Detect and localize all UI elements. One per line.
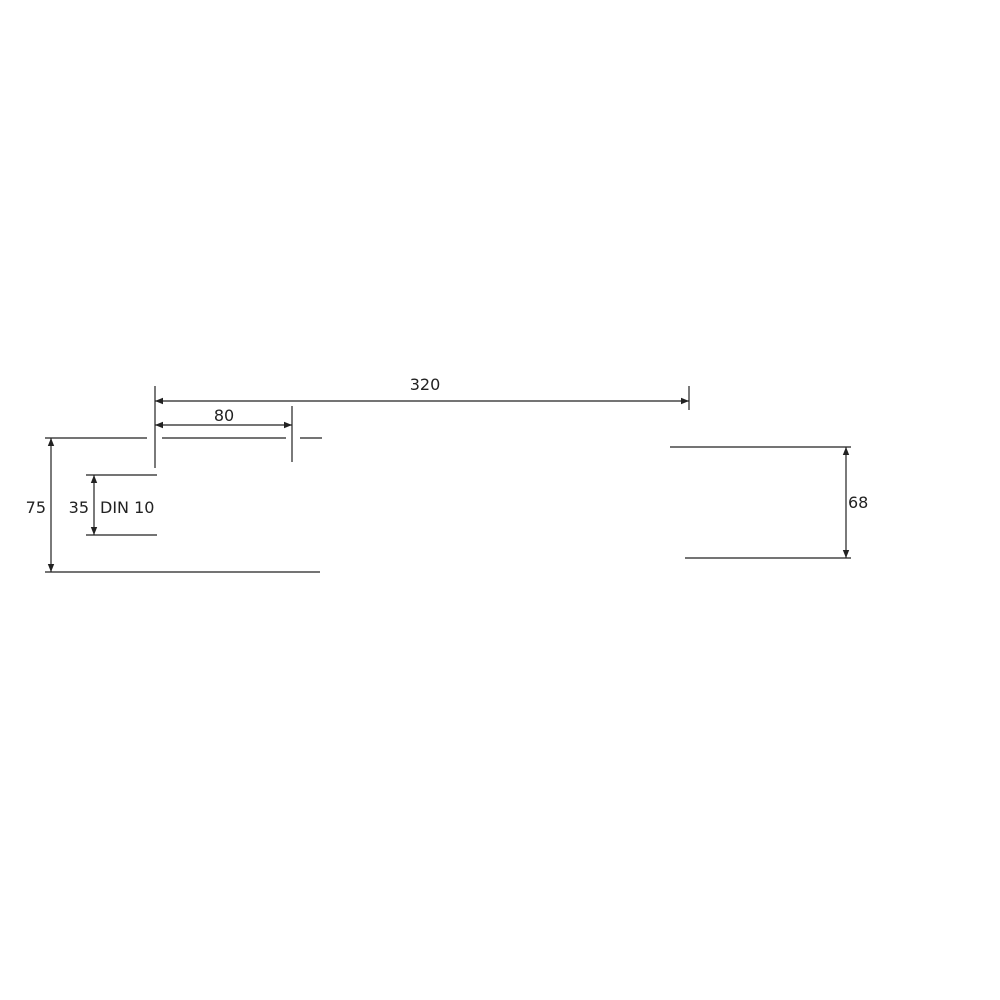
label-320: 320 [410, 375, 441, 394]
label-80: 80 [214, 406, 234, 425]
label-75: 75 [26, 498, 46, 517]
label-68: 68 [848, 493, 868, 512]
outline-lines [45, 386, 851, 573]
label-35: 35 [69, 498, 89, 517]
label-din: DIN 10 [100, 498, 154, 517]
